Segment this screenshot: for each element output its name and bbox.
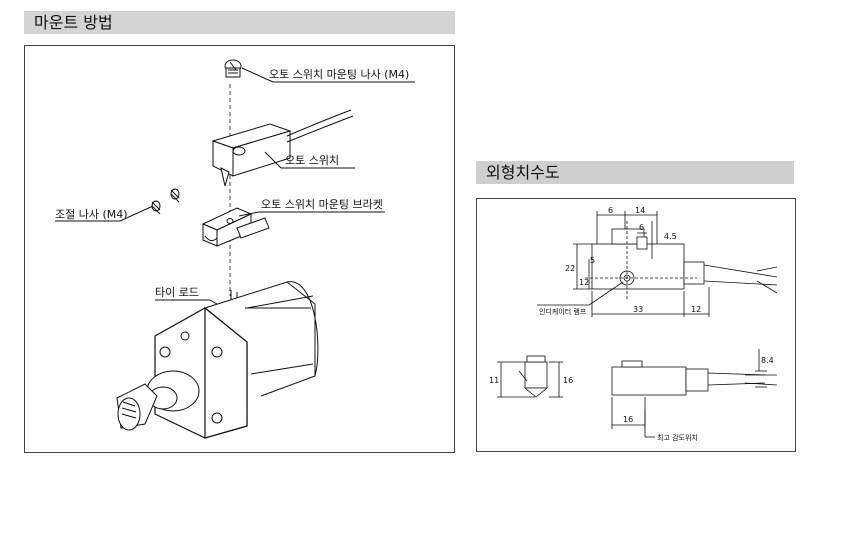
label-adjust-screw: 조절 나사 (M4) — [55, 208, 128, 221]
dim-11: 11 — [489, 376, 499, 385]
dim-14-top: 14 — [635, 206, 645, 215]
outline-diagram: 6 14 6 4.5 22 5 12 33 12 11 16 8.4 16 인디… — [489, 206, 778, 442]
mount-method-title: 마운트 방법 — [34, 13, 113, 32]
label-sensing-position: 최고 감도위치 — [657, 433, 698, 442]
dim-5: 5 — [590, 256, 595, 265]
label-mounting-screw: 오토 스위치 마운팅 나사 (M4) — [269, 68, 409, 81]
dim-6-inner: 6 — [639, 223, 644, 232]
label-indicator-lamp: 인디케이터 램프 — [539, 307, 587, 316]
outline-diagram-panel: 6 14 6 4.5 22 5 12 33 12 11 16 8.4 16 인디… — [476, 198, 796, 452]
auto-switch-part — [211, 123, 292, 187]
cylinder-part — [116, 281, 319, 439]
dim-16-horizontal: 16 — [623, 415, 633, 424]
mounting-screw-part — [224, 59, 242, 78]
label-tie-rod: 타이 로드 — [155, 286, 199, 299]
dim-6-top: 6 — [608, 206, 613, 215]
outline-dim-header: 외형치수도 — [476, 161, 794, 184]
label-auto-switch: 오토 스위치 — [285, 154, 339, 167]
dim-8-4: 8.4 — [761, 356, 774, 365]
dim-4-5: 4.5 — [664, 232, 677, 241]
dim-12-vertical: 12 — [579, 278, 589, 287]
mount-diagram: 오토 스위치 마운팅 나사 (M4) 오토 스위치 오토 스위치 마운팅 브라켓… — [55, 59, 415, 439]
label-bracket: 오토 스위치 마운팅 브라켓 — [261, 198, 383, 211]
adjust-screw-part — [151, 188, 180, 215]
dim-12-horizontal: 12 — [691, 305, 701, 314]
dim-22: 22 — [565, 264, 575, 273]
dim-33: 33 — [633, 305, 643, 314]
mounting-bracket-part — [201, 207, 270, 247]
mount-diagram-panel: 오토 스위치 마운팅 나사 (M4) 오토 스위치 오토 스위치 마운팅 브라켓… — [24, 45, 455, 453]
dim-16-vertical: 16 — [563, 376, 573, 385]
mount-method-header: 마운트 방법 — [24, 11, 455, 34]
outline-dim-title: 외형치수도 — [486, 163, 560, 182]
